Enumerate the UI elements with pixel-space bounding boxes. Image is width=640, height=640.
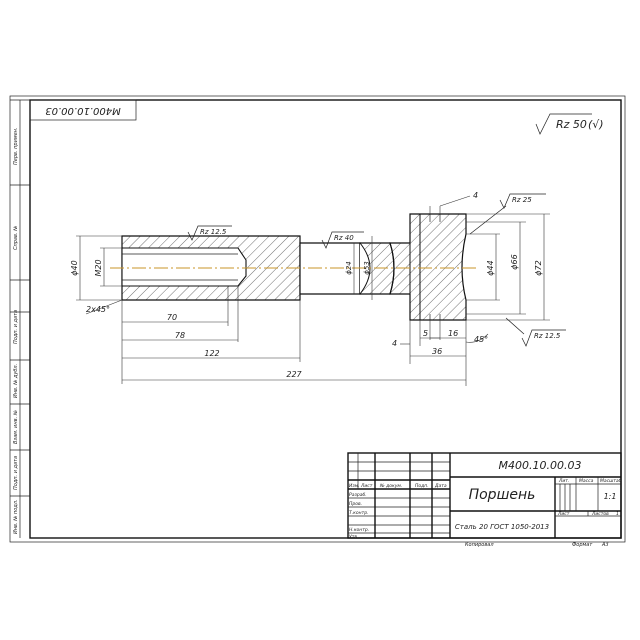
dim-d40: ϕ40 [70, 260, 79, 275]
format-label: Формат [572, 542, 593, 548]
hdr-izm: Изм. [349, 483, 360, 489]
dim-d44: ϕ44 [486, 260, 495, 275]
dim-d24: ϕ24 [345, 261, 353, 275]
role-ncontrol: Н.контр. [349, 527, 369, 533]
dim-227: 227 [286, 370, 302, 379]
flange-step [409, 213, 421, 321]
dim-78: 78 [175, 331, 185, 340]
dim-4-top: 4 [473, 191, 478, 200]
role-checker: Пров. [349, 501, 362, 507]
col-scale: Масштаб [600, 478, 622, 484]
hdr-doc: № докум. [379, 483, 402, 489]
part-name: Поршень [469, 487, 536, 503]
dim-5: 5 [423, 329, 428, 338]
flange-section [389, 213, 467, 321]
dim-4-bottom: 4 [392, 339, 397, 348]
strip-label-1: Перв. примен. [13, 127, 19, 165]
dim-d53: ϕ53 [363, 261, 371, 275]
strip-label-2: Справ. № [13, 226, 19, 250]
dim-d72: ϕ72 [534, 260, 543, 275]
mirror-code-box: М400.10.00.03 [29, 99, 137, 121]
outer-frame [9, 95, 626, 543]
scale-value: 1:1 [604, 492, 617, 501]
col-mass: Масса [579, 478, 594, 484]
roughness-1: Rz 12.5 [200, 228, 227, 236]
dim-m20: M20 [94, 259, 103, 276]
material: Сталь 20 ГОСТ 1050-2013 [455, 523, 549, 531]
default-roughness-symbol: (√) [588, 118, 604, 131]
copied-label: Копировал [465, 542, 494, 548]
role-developer: Разраб. [349, 492, 367, 498]
roughness-3: Rz 25 [512, 196, 532, 204]
dim-70: 70 [167, 313, 177, 322]
mirror-code-text: М400.10.00.03 [45, 105, 120, 116]
roughness-4: Rz 12.5 [534, 332, 561, 340]
col-lit: Лит. [558, 478, 569, 484]
dim-122: 122 [204, 349, 219, 358]
hdr-sign: Подп. [415, 483, 429, 489]
dim-d66: ϕ66 [510, 254, 519, 269]
dim-16: 16 [448, 329, 458, 338]
sheets-label: Листов [591, 511, 609, 517]
strip-label-4: Инв. № дубл. [13, 364, 19, 398]
strip-label-7: Инв. № подл. [13, 500, 19, 535]
hdr-list: Лист [360, 483, 373, 489]
format-value: A3 [601, 542, 609, 548]
default-roughness: Rz 50 (√) [535, 113, 604, 135]
dim-angle45: 45° [474, 335, 488, 344]
inner-frame [29, 99, 622, 539]
hdr-date: Дата [434, 483, 447, 489]
role-approved: Утв. [349, 534, 358, 540]
role-tcontrol: Т.контр. [349, 510, 369, 516]
sheets-value: 1 [616, 511, 619, 517]
dim-36: 36 [432, 347, 442, 356]
title-block: Изм. Лист № докум. Подп. Дата Разраб. Пр… [347, 452, 622, 548]
roughness-marks: Rz 12.5 Rz 40 Rz 25 Rz 12.5 [187, 193, 566, 347]
side-strip: Перв. примен. Справ. № Подп. и дата Инв.… [10, 99, 30, 538]
roughness-2: Rz 40 [334, 234, 354, 242]
strip-label-3: Подп. и дата [13, 310, 19, 344]
strip-label-6: Подп. и дата [13, 456, 19, 490]
dimensions: ϕ40 M20 2x45° 70 78 122 227 ϕ24 ϕ53 ϕ44 [70, 191, 550, 386]
designation: М400.10.00.03 [499, 459, 582, 472]
sheet-label: Лист [557, 511, 570, 517]
strip-label-5: Взам. инв. № [13, 410, 19, 444]
dim-chamfer: 2x45° [86, 305, 110, 314]
piston-part [110, 213, 478, 321]
default-roughness-value: Rz 50 [556, 118, 587, 131]
